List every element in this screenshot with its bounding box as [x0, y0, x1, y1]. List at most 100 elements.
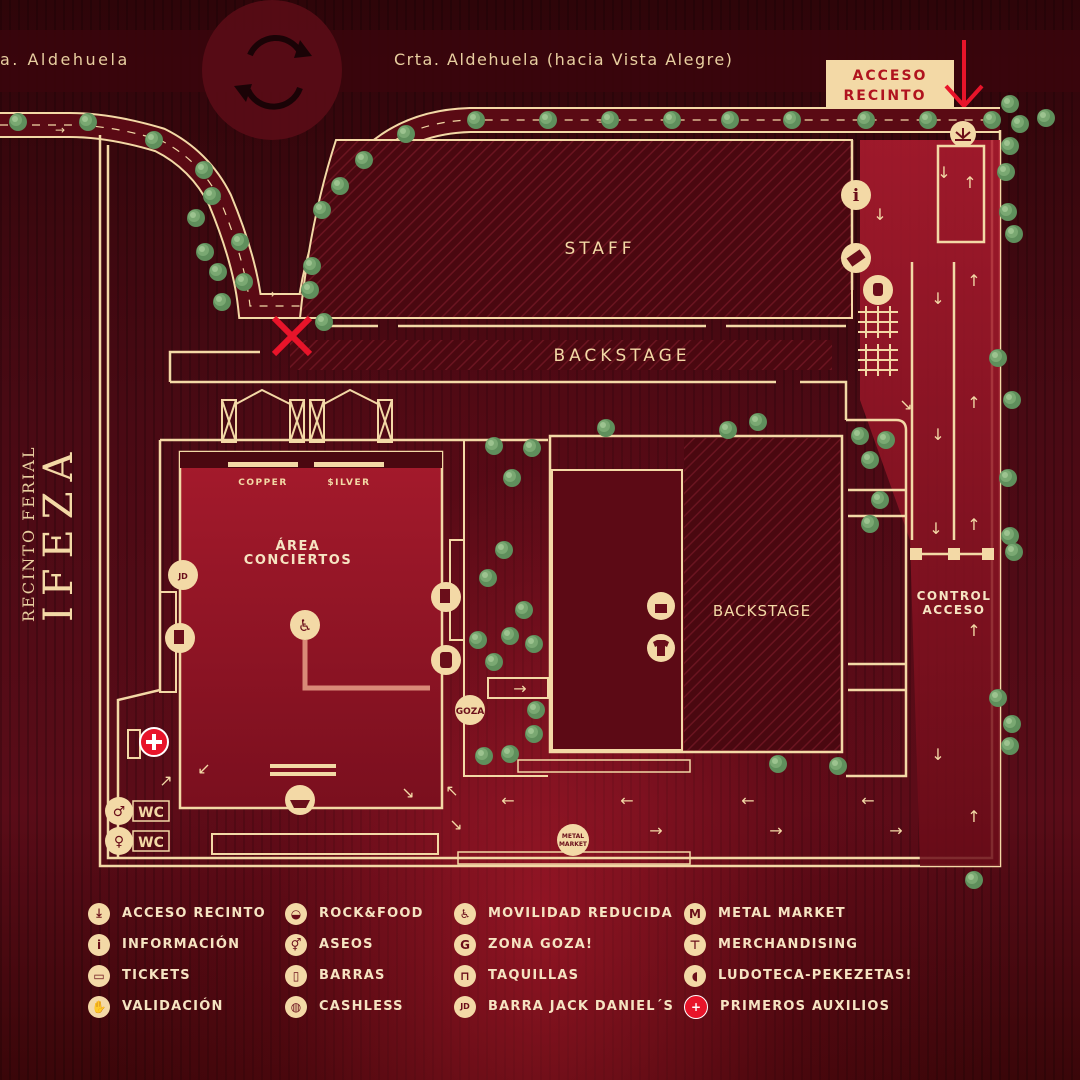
metal-market-icon[interactable] [557, 824, 589, 856]
legend-item: ⤓ACCESO RECINTO [88, 898, 266, 929]
svg-text:↓: ↓ [931, 745, 944, 764]
toilet-women-icon[interactable] [105, 827, 133, 855]
cashless-icon: ◍ [285, 995, 307, 1018]
svg-text:↑: ↑ [967, 515, 980, 534]
stage-front [180, 452, 442, 468]
goza-icon[interactable] [455, 695, 485, 725]
closed-road-x-icon [271, 315, 313, 357]
silver-stage-label: $ILVER [327, 478, 370, 488]
svg-text:←: ← [620, 791, 633, 810]
stage-trusses [221, 388, 393, 443]
red-arrow-down-icon [944, 40, 984, 109]
svg-text:↓: ↓ [873, 205, 886, 224]
legend-item: ⊓TAQUILLAS [454, 960, 674, 991]
svg-text:↓: ↓ [929, 519, 942, 538]
svg-text:i: i [853, 186, 860, 206]
info-icon: i [88, 933, 110, 956]
copper-stage-bar [228, 462, 298, 467]
wc-men-label: WC [138, 805, 164, 821]
svg-text:↖: ↖ [445, 781, 458, 800]
left-road-label: a. Aldehuela [0, 50, 130, 69]
legend-item: ◒ROCK&FOOD [285, 898, 424, 929]
accessible-platform [302, 640, 430, 691]
backstage-top-area [290, 340, 832, 370]
access-callout-line1: ACCESO [853, 68, 928, 84]
svg-text:↑: ↑ [967, 393, 980, 412]
svg-text:♿: ♿ [298, 616, 312, 635]
backstage-right-frame [548, 434, 844, 754]
legend-item: ▭TICKETS [88, 960, 266, 991]
svg-text:→: → [889, 821, 902, 840]
backstage-right-area [684, 438, 840, 750]
concert-label-line1: ÁREA [275, 538, 320, 554]
rock-food-area [211, 833, 439, 855]
roundabout-icon [234, 35, 312, 110]
svg-text:↘: ↘ [449, 815, 462, 834]
svg-text:→: → [265, 287, 275, 301]
legend-item: ▯BARRAS [285, 960, 424, 991]
inner-walls [116, 324, 848, 858]
access-turnstiles [910, 548, 994, 560]
access-callout-line2: RECINTO [844, 88, 927, 104]
duck-icon: ◖ [684, 964, 706, 987]
metal-market-label-1: METAL [562, 833, 584, 840]
legend-item: ◖LUDOTECA-PEKEZETAS! [684, 960, 913, 991]
svg-text:←: ← [741, 791, 754, 810]
venue-name: IFEZA [36, 443, 82, 622]
goza-icon: G [454, 933, 476, 956]
legend-item: ⚥ASEOS [285, 929, 424, 960]
sound-desk [270, 764, 336, 776]
flow-arrows: ↓↓↑ ↑↓↘ ↓↑↑ ↓↑↑ ↓ ←←← ←→→ →→↙ ↘↘↖ ↗ →→ →… [55, 115, 981, 840]
download-icon: ⤓ [88, 902, 110, 925]
svg-text:←: ← [501, 791, 514, 810]
svg-text:←: ← [861, 791, 874, 810]
control-access-line2: ACCESO [923, 603, 986, 617]
svg-text:↓: ↓ [937, 163, 950, 182]
legend-column-2: ◒ROCK&FOOD ⚥ASEOS ▯BARRAS ◍CASHLESS [285, 898, 424, 1022]
legend-item: ✋VALIDACIÓN [88, 991, 266, 1022]
svg-text:↙: ↙ [197, 759, 210, 778]
svg-text:↑: ↑ [963, 173, 976, 192]
staff-area [298, 139, 853, 319]
toilet-icon: ⚥ [285, 933, 307, 956]
copper-stage-label: COPPER [238, 478, 288, 488]
svg-text:→: → [55, 123, 65, 137]
lock-icon: ⊓ [454, 964, 476, 987]
svg-text:↓: ↓ [931, 289, 944, 308]
wc-women-label: WC [138, 835, 164, 851]
svg-text:↑: ↑ [967, 621, 980, 640]
validation-lanes [858, 306, 898, 376]
beer-icon: ▯ [285, 964, 307, 987]
toilet-men-icon[interactable] [105, 797, 133, 825]
legend-item: ⊤MERCHANDISING [684, 929, 913, 960]
svg-text:↘: ↘ [899, 395, 912, 414]
svg-text:↓: ↓ [931, 425, 944, 444]
metal-market-icon: M [684, 902, 706, 925]
control-access-line1: CONTROL [917, 589, 992, 603]
goza-label: GOZA [456, 707, 485, 717]
jack-daniels-icon: JD [454, 995, 476, 1018]
info-icon[interactable] [841, 180, 871, 210]
svg-text:↘: ↘ [401, 783, 414, 802]
backstage-top-label: BACKSTAGE [553, 346, 690, 366]
jack-daniels-icon[interactable] [168, 560, 198, 590]
hand-icon: ✋ [88, 995, 110, 1018]
svg-text:→: → [769, 821, 782, 840]
venue-subtitle: RECINTO FERIAL [19, 446, 38, 623]
svg-text:↑: ↑ [967, 807, 980, 826]
food-basket-icon: ◒ [285, 902, 307, 925]
metal-market-label-2: MARKET [559, 841, 588, 848]
svg-text:↑: ↑ [967, 271, 980, 290]
wheelchair-icon[interactable] [290, 610, 320, 640]
svg-text:→: → [649, 821, 662, 840]
